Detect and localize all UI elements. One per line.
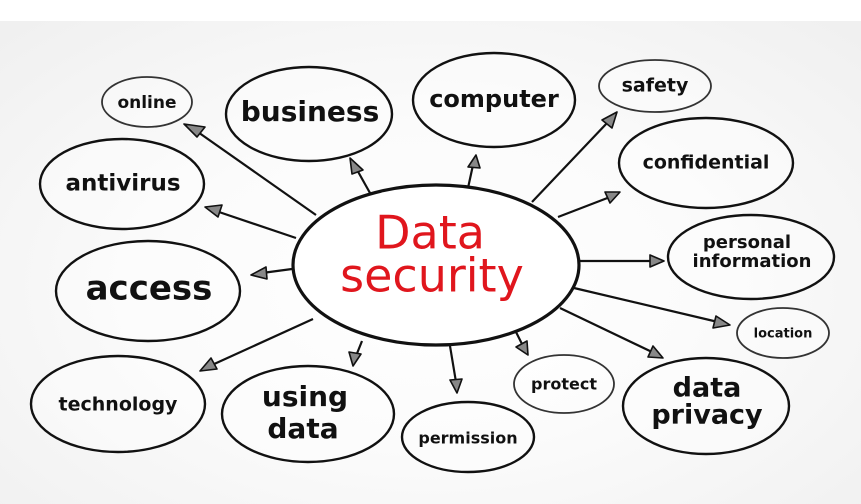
node-ellipse bbox=[666, 213, 836, 301]
node-ellipse bbox=[617, 116, 795, 210]
edge-data-privacy bbox=[559, 307, 664, 359]
node-label: business bbox=[241, 95, 380, 128]
node-label-line1: personal bbox=[703, 232, 791, 253]
node-label: safety bbox=[622, 75, 689, 97]
node-ellipse bbox=[54, 239, 242, 343]
center-ellipse bbox=[291, 183, 581, 347]
node-data-privacy[interactable]: data privacy bbox=[621, 356, 791, 456]
node-label: online bbox=[117, 93, 176, 113]
node-label: permission bbox=[418, 429, 517, 448]
node-label: protect bbox=[531, 375, 597, 394]
node-ellipse bbox=[29, 354, 207, 454]
edge-access bbox=[250, 266, 293, 280]
node-label: antivirus bbox=[65, 171, 180, 197]
node-label-line1: using bbox=[262, 380, 348, 413]
node-label: computer bbox=[429, 85, 559, 113]
center-label-line2: security bbox=[340, 249, 524, 303]
node-location[interactable]: location bbox=[736, 307, 830, 359]
center-node-data-security[interactable]: Data security bbox=[291, 183, 581, 347]
node-ellipse bbox=[400, 400, 536, 474]
node-label-line1: data bbox=[673, 373, 742, 404]
node-label-line2: information bbox=[693, 251, 812, 272]
edges bbox=[183, 111, 731, 394]
node-label: technology bbox=[59, 394, 179, 416]
edge-using-data bbox=[348, 340, 364, 367]
node-confidential[interactable]: confidential bbox=[617, 116, 795, 210]
node-personal-information[interactable]: personal information bbox=[666, 213, 836, 301]
node-label: location bbox=[754, 327, 813, 342]
edge-location bbox=[573, 286, 731, 329]
node-safety[interactable]: safety bbox=[598, 59, 712, 113]
node-ellipse bbox=[411, 51, 577, 149]
edge-protect bbox=[515, 331, 529, 356]
edge-permission bbox=[448, 345, 463, 394]
edge-technology bbox=[199, 317, 314, 372]
edge-confidential bbox=[557, 191, 621, 219]
node-business[interactable]: business bbox=[224, 65, 394, 163]
node-computer[interactable]: computer bbox=[411, 51, 577, 149]
node-ellipse bbox=[38, 137, 206, 231]
node-label-line2: data bbox=[267, 412, 338, 445]
edge-business bbox=[349, 157, 371, 194]
node-ellipse bbox=[513, 354, 615, 414]
node-ellipse bbox=[220, 364, 396, 464]
edge-computer bbox=[466, 154, 481, 189]
center-label-line1: Data bbox=[375, 206, 485, 260]
node-ellipse bbox=[736, 307, 830, 359]
node-ellipse bbox=[598, 59, 712, 113]
node-technology[interactable]: technology bbox=[29, 354, 207, 454]
node-protect[interactable]: protect bbox=[513, 354, 615, 414]
node-online[interactable]: online bbox=[101, 76, 193, 128]
edge-online bbox=[183, 123, 317, 216]
node-using-data[interactable]: using data bbox=[220, 364, 396, 464]
node-label-line2: privacy bbox=[651, 400, 763, 431]
node-access[interactable]: access bbox=[54, 239, 242, 343]
node-ellipse bbox=[621, 356, 791, 456]
node-antivirus[interactable]: antivirus bbox=[38, 137, 206, 231]
edge-antivirus bbox=[204, 204, 297, 240]
node-ellipse bbox=[101, 76, 193, 128]
node-label: confidential bbox=[643, 152, 770, 174]
node-label: access bbox=[86, 269, 213, 309]
edge-safety bbox=[531, 111, 618, 203]
node-ellipse bbox=[224, 65, 394, 163]
edge-personal-information bbox=[578, 254, 665, 268]
node-permission[interactable]: permission bbox=[400, 400, 536, 474]
